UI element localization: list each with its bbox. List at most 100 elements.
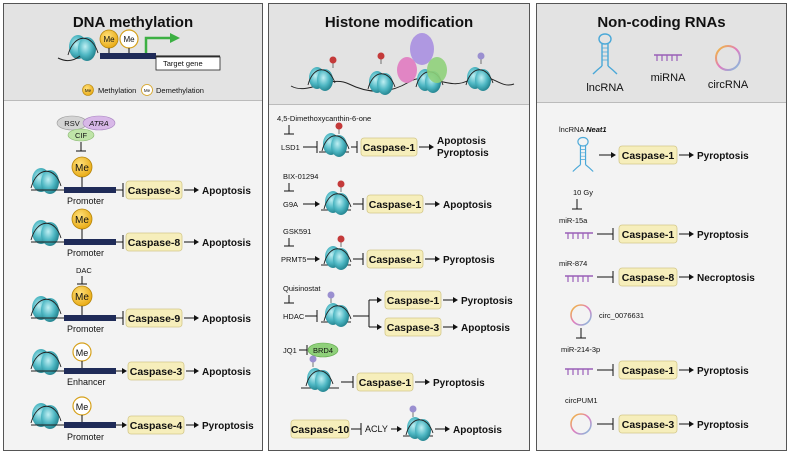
svg-text:Apoptosis: Apoptosis (202, 367, 251, 378)
dna-row-caspase3-enhancer: Me Caspase-3 Apoptosis Enhancer (30, 342, 251, 387)
lncrna-icon (592, 33, 618, 75)
svg-text:Caspase-4: Caspase-4 (130, 420, 183, 432)
noncoding-rnas-title: Non-coding RNAs (597, 14, 726, 31)
nucleosome-icon (67, 34, 99, 62)
svg-text:Caspase-10: Caspase-10 (291, 424, 350, 436)
svg-text:G9A: G9A (283, 200, 298, 209)
svg-text:Promoter: Promoter (67, 324, 104, 334)
dna-row-caspase8-promoter: Me Caspase-8 Apoptosis Promoter (30, 208, 251, 258)
svg-text:Pyroptosis: Pyroptosis (433, 378, 485, 389)
svg-text:ACLY: ACLY (365, 424, 388, 434)
svg-text:Promoter: Promoter (67, 248, 104, 258)
svg-text:Apoptosis: Apoptosis (443, 200, 492, 211)
svg-text:Caspase-1: Caspase-1 (359, 377, 412, 389)
svg-text:Me: Me (75, 292, 89, 303)
svg-text:Me: Me (85, 88, 92, 93)
svg-text:Pyroptosis: Pyroptosis (697, 366, 749, 377)
svg-text:Target gene: Target gene (163, 59, 203, 68)
ncrna-row-mir874: miR-874 Caspase-8 Necroptosis (559, 259, 755, 287)
svg-text:Pyroptosis: Pyroptosis (202, 421, 254, 432)
atra-badge (82, 115, 116, 131)
svg-text:Pyroptosis: Pyroptosis (697, 230, 749, 241)
svg-text:Caspase-1: Caspase-1 (622, 365, 675, 377)
mirna-icon (653, 54, 683, 62)
svg-text:Pyroptosis: Pyroptosis (461, 296, 513, 307)
svg-text:BIX-01294: BIX-01294 (283, 172, 318, 181)
methylation-legend-icon (82, 84, 94, 96)
svg-text:miR-15a: miR-15a (559, 216, 588, 225)
dna-row-caspase3-promoter: Me Caspase-3 Apoptosis Promoter (30, 156, 251, 206)
histone-row-lsd1: 4,5-Dimethoxycanthin-6-one LSD1 Caspase-… (277, 114, 489, 159)
histone-modification-panel: Histone modification (268, 3, 530, 451)
histone-row-brd4: JQ1 BRD4 Caspase-1 Pyroptosis (283, 342, 485, 393)
svg-text:Caspase-3: Caspase-3 (387, 322, 440, 334)
svg-text:Me: Me (144, 88, 151, 93)
svg-text:Pyroptosis: Pyroptosis (697, 420, 749, 431)
svg-text:LSD1: LSD1 (281, 143, 300, 152)
noncoding-rnas-panel: Non-coding RNAs lncRNA miRNA ci (536, 3, 787, 451)
svg-text:Methylation: Methylation (98, 86, 136, 95)
dna-methylation-title: DNA methylation (72, 14, 194, 31)
histone-row-hdac: Quisinostat HDAC Caspase-1 Pyroptosis Ca… (283, 284, 513, 337)
svg-text:Promoter: Promoter (67, 196, 104, 206)
svg-text:Caspase-1: Caspase-1 (363, 142, 416, 154)
svg-text:PRMT5: PRMT5 (281, 255, 306, 264)
promoter-bar (100, 53, 156, 59)
demethylation-legend-icon (141, 84, 153, 96)
transcription-arrow-icon (144, 36, 170, 53)
svg-text:Caspase-1: Caspase-1 (387, 295, 440, 307)
svg-text:Me: Me (76, 348, 89, 358)
svg-text:Caspase-3: Caspase-3 (128, 185, 181, 197)
dna-row-caspase9-promoter: DAC Me Caspase-9 Apoptosis Promoter (30, 266, 251, 334)
svg-text:Apoptosis: Apoptosis (202, 186, 251, 197)
svg-text:Enhancer: Enhancer (67, 377, 106, 387)
target-gene-box (155, 56, 221, 71)
svg-text:CIF: CIF (75, 131, 88, 140)
svg-text:Quisinostat: Quisinostat (283, 284, 321, 293)
ncrna-row-mir15a: 10 Gy miR-15a Caspase-1 Pyroptosis (559, 188, 749, 244)
svg-text:Me: Me (75, 163, 89, 174)
svg-text:circ_0076631: circ_0076631 (599, 311, 644, 320)
svg-text:Caspase-1: Caspase-1 (622, 150, 675, 162)
svg-text:Me: Me (103, 35, 115, 44)
svg-text:miRNA: miRNA (651, 72, 686, 84)
svg-text:ATRA: ATRA (88, 119, 108, 128)
svg-text:RSV: RSV (64, 119, 79, 128)
svg-text:Apoptosis: Apoptosis (461, 323, 510, 334)
histone-row-prmt5: GSK591 PRMT5 Caspase-1 Pyroptosis (281, 227, 495, 271)
svg-text:Apoptosis: Apoptosis (453, 425, 502, 436)
svg-text:GSK591: GSK591 (283, 227, 311, 236)
histone-row-acly: Caspase-10 ACLY Apoptosis (290, 405, 502, 442)
eraser-protein-icon (427, 57, 447, 83)
svg-text:miR-874: miR-874 (559, 259, 587, 268)
svg-text:miR-214-3p: miR-214-3p (561, 345, 600, 354)
svg-text:Necroptosis: Necroptosis (697, 273, 755, 284)
svg-text:Demethylation: Demethylation (156, 86, 204, 95)
ncrna-row-neat1: lncRNA Neat1 Caspase-1 Pyroptosis (559, 125, 749, 173)
svg-text:Pyroptosis: Pyroptosis (443, 255, 495, 266)
svg-text:lncRNA: lncRNA (586, 82, 624, 94)
svg-text:Apoptosis: Apoptosis (202, 238, 251, 249)
dna-row-caspase4-promoter: Me Caspase-4 Pyroptosis Promoter (30, 396, 254, 442)
svg-text:Me: Me (123, 35, 135, 44)
svg-text:HDAC: HDAC (283, 312, 305, 321)
svg-text:Caspase-9: Caspase-9 (128, 313, 181, 325)
reader-protein-icon (410, 33, 434, 65)
dna-methylation-panel: DNA methylation Me Me (3, 3, 263, 451)
ncrna-row-circpum1: circPUM1 Caspase-3 Pyroptosis (565, 396, 749, 435)
svg-text:Me: Me (76, 402, 89, 412)
noncoding-rnas-diagram: lncRNA miRNA circRNA lncRNA Neat1 Caspas… (559, 33, 755, 435)
writer-protein-icon (397, 57, 417, 83)
histone-row-g9a: BIX-01294 G9A Caspase-1 Apoptosis (283, 172, 492, 216)
svg-text:10 Gy: 10 Gy (573, 188, 593, 197)
svg-text:Caspase-1: Caspase-1 (369, 254, 422, 266)
svg-text:Pyroptosis: Pyroptosis (697, 151, 749, 162)
arrowhead-icon (170, 33, 180, 43)
dna-methylation-diagram: Me Me Target gene Me Methylation Me Deme… (30, 29, 254, 442)
svg-text:circPUM1: circPUM1 (565, 396, 598, 405)
histone-modification-diagram: 4,5-Dimethoxycanthin-6-one LSD1 Caspase-… (277, 33, 515, 442)
svg-text:Apoptosis: Apoptosis (437, 136, 486, 147)
svg-text:Caspase-1: Caspase-1 (369, 199, 422, 211)
cif-badge (67, 128, 95, 142)
svg-text:DAC: DAC (76, 266, 92, 275)
